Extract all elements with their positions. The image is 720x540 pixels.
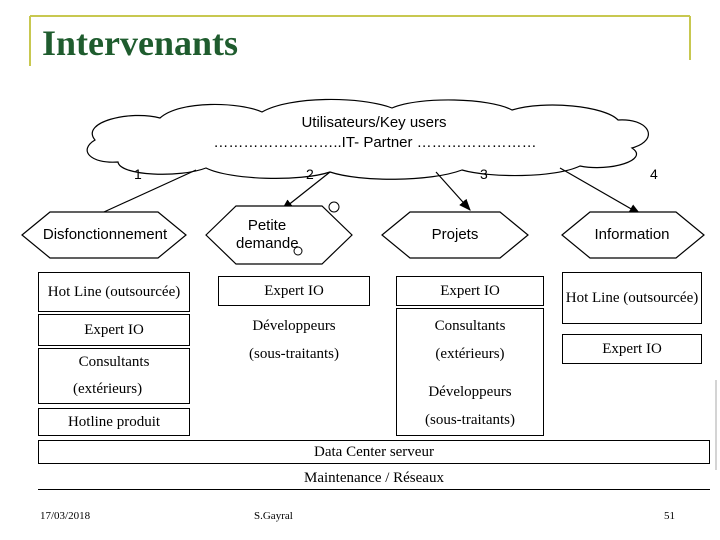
footer-page-number: 51	[664, 510, 675, 522]
col1-hotline-box: Hot Line (outsourcée)	[38, 272, 190, 312]
footer-date: 17/03/2018	[40, 510, 91, 522]
diamond-petite-demande	[205, 205, 353, 265]
col3-sous-traitants-label: (sous-traitants)	[425, 412, 515, 428]
col2-expert-box: Expert IO	[218, 276, 370, 306]
arrow-3	[435, 171, 471, 211]
category-disfonctionnement: Disfonctionnement	[42, 226, 168, 243]
diamond-projets	[381, 211, 529, 259]
col1-consultants-box: Consultants	[38, 348, 190, 376]
number-3: 3	[480, 166, 488, 182]
maintenance-bar: Maintenance / Réseaux	[38, 468, 710, 490]
footer-author: S.Gayral	[254, 510, 293, 522]
col3-exterieurs-label: (extérieurs)	[435, 346, 505, 362]
col2-developpeurs-label: Développeurs	[252, 318, 336, 334]
arrow-4	[559, 167, 642, 215]
col2-sous-traitants-label: (sous-traitants)	[249, 346, 339, 362]
category-information: Information	[594, 226, 670, 243]
number-4: 4	[650, 166, 658, 182]
col1-expert-box: Expert IO	[38, 314, 190, 346]
cloud-line-2: ……………………..IT- Partner ……………………	[213, 134, 537, 151]
col1-hotline-produit-box: Hotline produit	[38, 408, 190, 436]
diamond-disfonctionnement	[21, 211, 187, 259]
col4-expert-box: Expert IO	[562, 334, 702, 364]
col3-developpeurs-group	[396, 368, 544, 436]
cloud-line-1: Utilisateurs/Key users	[301, 114, 447, 131]
datacenter-bar: Data Center serveur	[38, 440, 710, 464]
number-2: 2	[306, 166, 314, 182]
col3-consultants-group	[396, 308, 544, 368]
col2-developpeurs-group	[218, 310, 370, 366]
col3-consultants-label: Consultants	[434, 318, 506, 334]
small-circle-top	[328, 201, 340, 213]
col3-expert-box: Expert IO	[396, 276, 544, 306]
diamond-information	[561, 211, 705, 259]
number-1: 1	[134, 166, 142, 182]
col4-hotline-box: Hot Line (outsourcée)	[562, 272, 702, 324]
page-title: Intervenants	[42, 23, 238, 63]
col3-developpeurs-label: Développeurs	[428, 384, 512, 400]
arrow-2	[281, 171, 331, 211]
category-petite-demande: Petite demande	[236, 217, 299, 252]
category-projets: Projets	[431, 226, 479, 243]
col1-exterieurs-box: (extérieurs)	[38, 376, 190, 404]
cloud-shape	[86, 98, 649, 180]
small-circle-bottom	[293, 246, 303, 256]
